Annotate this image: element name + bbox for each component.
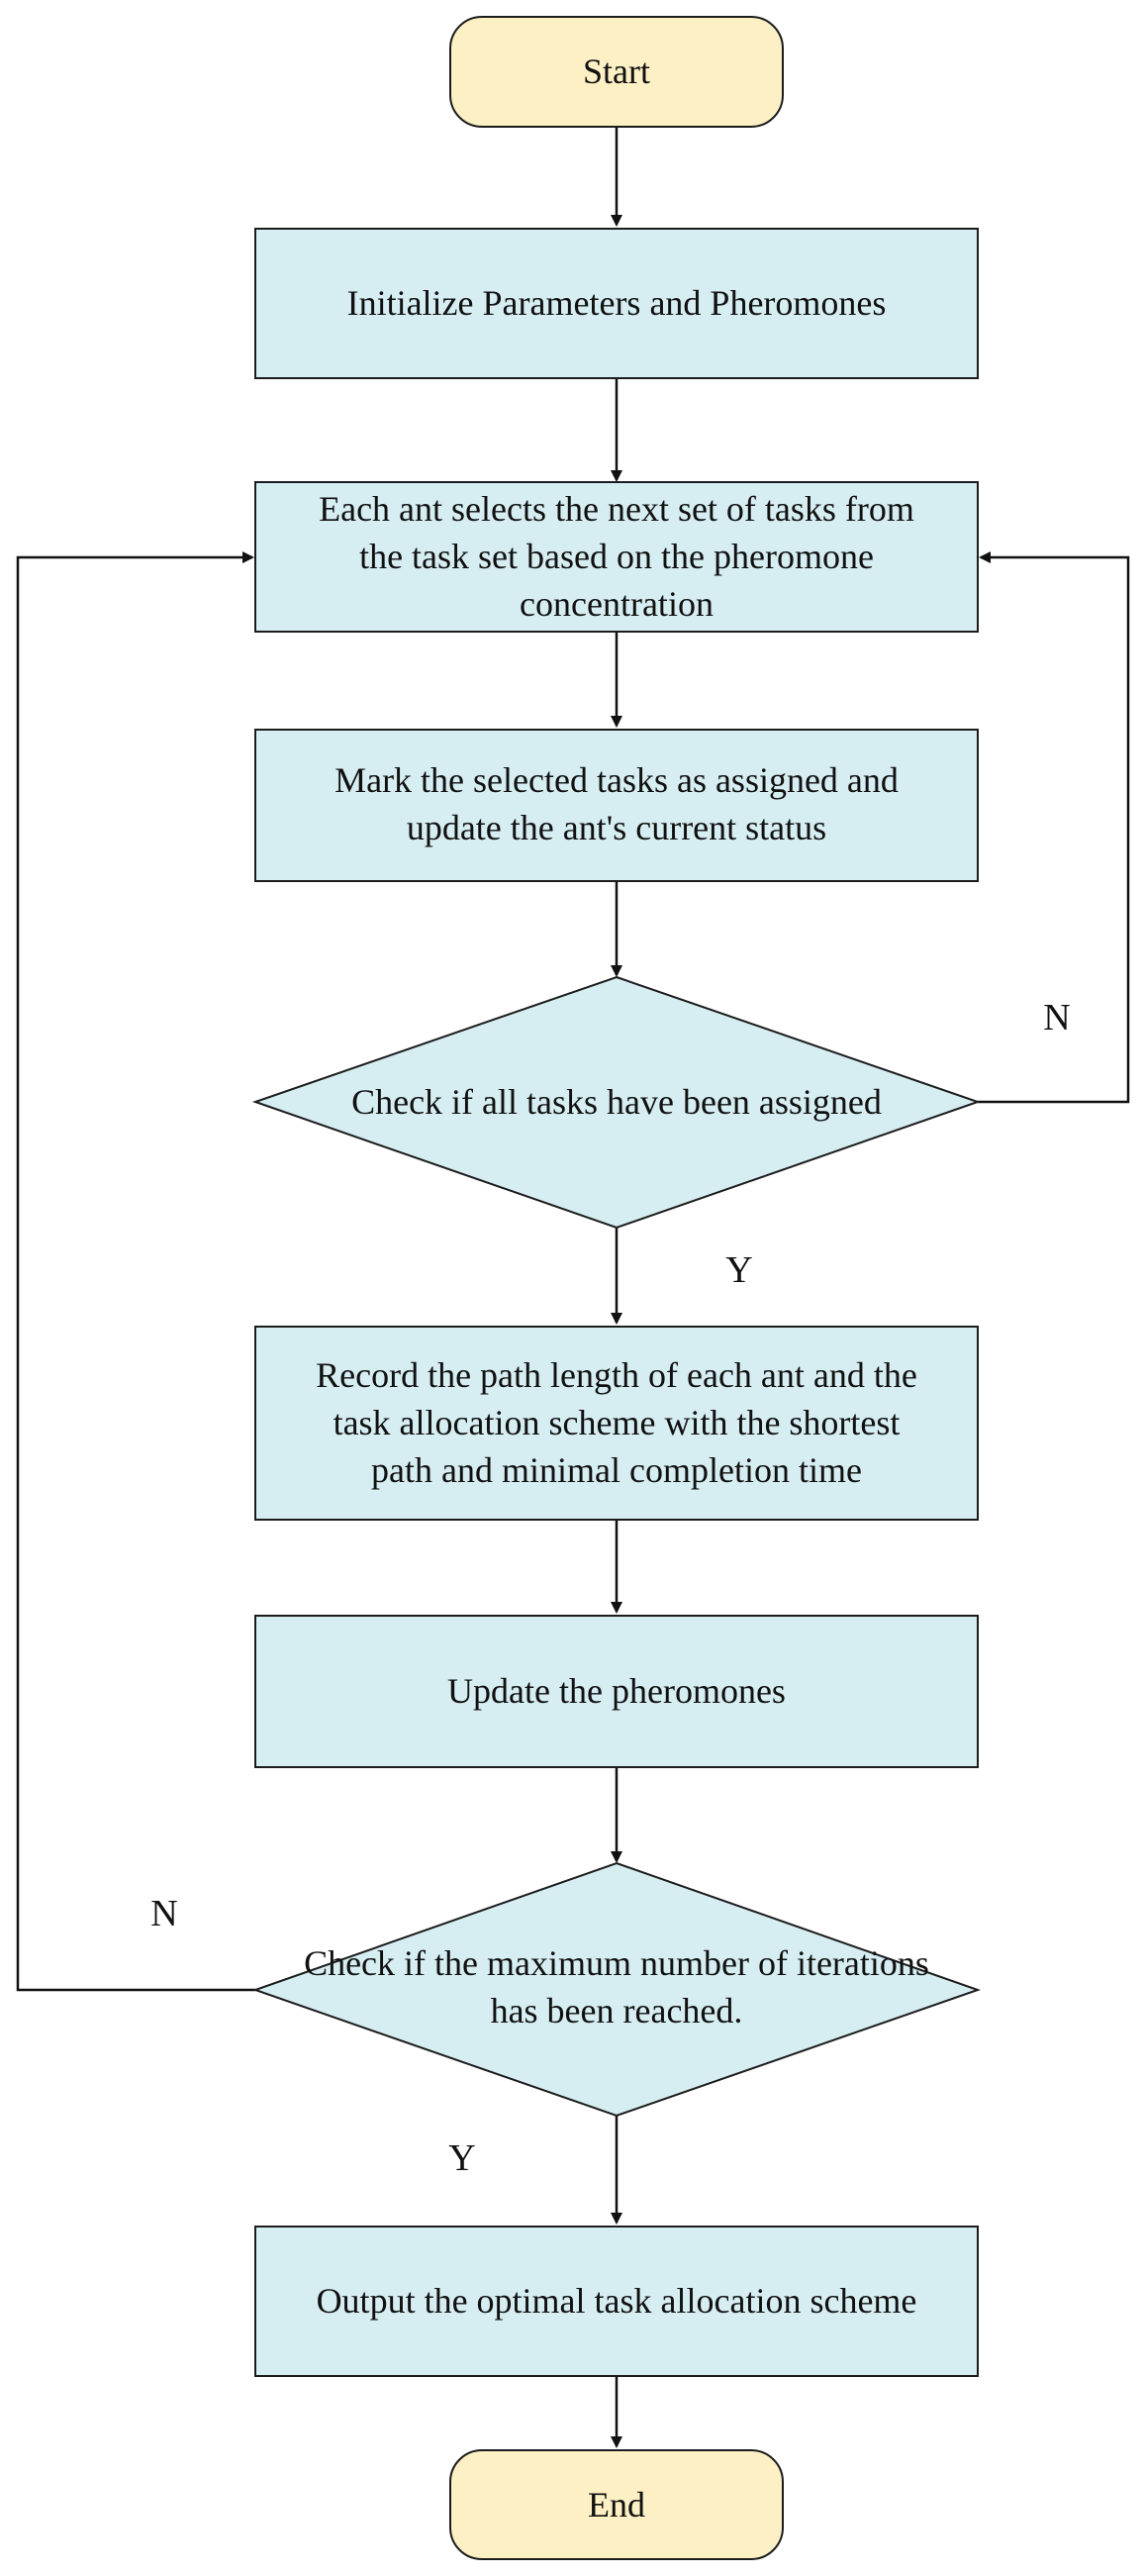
check-iter-label-line-2: has been reached. <box>491 1991 743 2031</box>
update-label: Update the pheromones <box>447 1671 786 1711</box>
select-label-line-1: Each ant selects the next set of tasks f… <box>319 489 914 529</box>
start-terminal <box>449 16 784 128</box>
init-label: Initialize Parameters and Pheromones <box>347 283 887 323</box>
record-label-line-2: task allocation scheme with the shortest <box>334 1403 901 1442</box>
output-process-box <box>254 2226 979 2377</box>
output-label: Output the optimal task allocation schem… <box>317 2281 917 2321</box>
loop-check-iter-no <box>16 551 255 1992</box>
iter-no-label: N <box>150 1893 177 1934</box>
assigned-yes-label: Y <box>725 1249 752 1291</box>
select-label-line-2: the task set based on the pheromone <box>359 537 874 576</box>
loop-check-assigned-no <box>978 551 1130 1104</box>
mark-label-line-1: Mark the selected tasks as assigned and <box>334 760 899 800</box>
init-process-box <box>254 228 979 379</box>
assigned-no-label: N <box>1043 997 1070 1039</box>
check-assigned-decision <box>251 975 982 1230</box>
check-iter-decision <box>251 1861 982 2118</box>
iter-yes-label: Y <box>448 2137 475 2179</box>
select-label-line-3: concentration <box>520 584 714 624</box>
connectors <box>16 127 1130 2448</box>
end-terminal <box>449 2449 784 2560</box>
record-label-line-1: Record the path length of each ant and t… <box>316 1355 917 1395</box>
start-label: Start <box>583 51 650 91</box>
shapes <box>251 16 982 2560</box>
mark-process-box <box>254 729 979 882</box>
node-labels: Start Initialize Parameters and Pheromon… <box>304 51 929 2525</box>
check-iter-label-line-1: Check if the maximum number of iteration… <box>304 1943 929 1983</box>
record-process-box <box>254 1326 979 1521</box>
record-label-line-3: path and minimal completion time <box>371 1450 862 1490</box>
check-assigned-label: Check if all tasks have been assigned <box>351 1082 882 1122</box>
mark-label-line-2: update the ant's current status <box>407 808 826 847</box>
select-process-box <box>254 481 979 633</box>
end-label: End <box>588 2485 645 2525</box>
edge-labels: N Y N Y <box>150 997 1070 2179</box>
update-process-box <box>254 1615 979 1768</box>
